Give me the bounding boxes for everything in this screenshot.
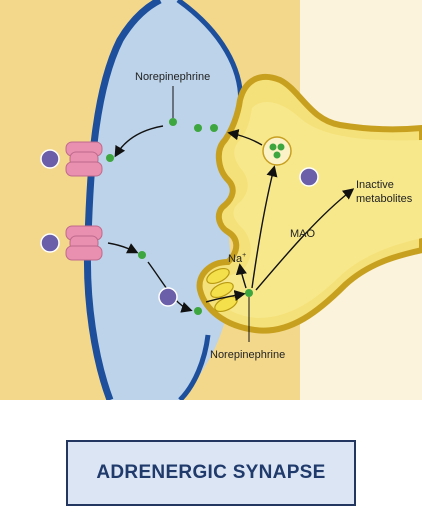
step-badge-4 [299, 167, 319, 187]
synaptic-vesicle [262, 136, 292, 166]
label-norepinephrine-top: Norepinephrine [135, 71, 210, 83]
molecule [138, 251, 146, 259]
arrow-to-vesicle [251, 165, 278, 289]
receptor-1 [65, 141, 103, 177]
molecule [210, 124, 218, 132]
molecule [169, 118, 177, 126]
arrow-vesicle-release [227, 129, 263, 146]
pathway-arrows [107, 125, 355, 313]
reuptake-transporter [206, 267, 238, 313]
step-badge-1 [40, 149, 60, 169]
receptor-2 [65, 225, 103, 261]
step-badge-2 [40, 233, 60, 253]
cleft-boundary-lower [178, 334, 211, 400]
step-badge-3 [158, 287, 178, 307]
caption-box: ADRENERGIC SYNAPSE [66, 440, 356, 506]
arrow-to-receptor-1 [114, 125, 164, 158]
label-sodium: Na+ [228, 252, 246, 265]
label-inactive: Inactive [356, 179, 394, 191]
norepinephrine-molecules [106, 118, 253, 315]
label-metabolites: metabolites [356, 193, 413, 205]
molecule [194, 307, 202, 315]
arrow-to-metabolites [255, 188, 355, 291]
label-mao: MAO [290, 228, 316, 240]
molecule [245, 289, 253, 297]
label-norepinephrine-bottom: Norepinephrine [210, 349, 285, 361]
molecule [194, 124, 202, 132]
arrow-through-transporter [205, 289, 246, 303]
caption-title: ADRENERGIC SYNAPSE [96, 462, 326, 483]
synapse-diagram: Norepinephrine Norepinephrine Na+ MAO In… [0, 0, 422, 400]
molecule [106, 154, 114, 162]
arrow-sodium [235, 263, 247, 289]
arrow-to-receptor-2 [107, 242, 139, 254]
